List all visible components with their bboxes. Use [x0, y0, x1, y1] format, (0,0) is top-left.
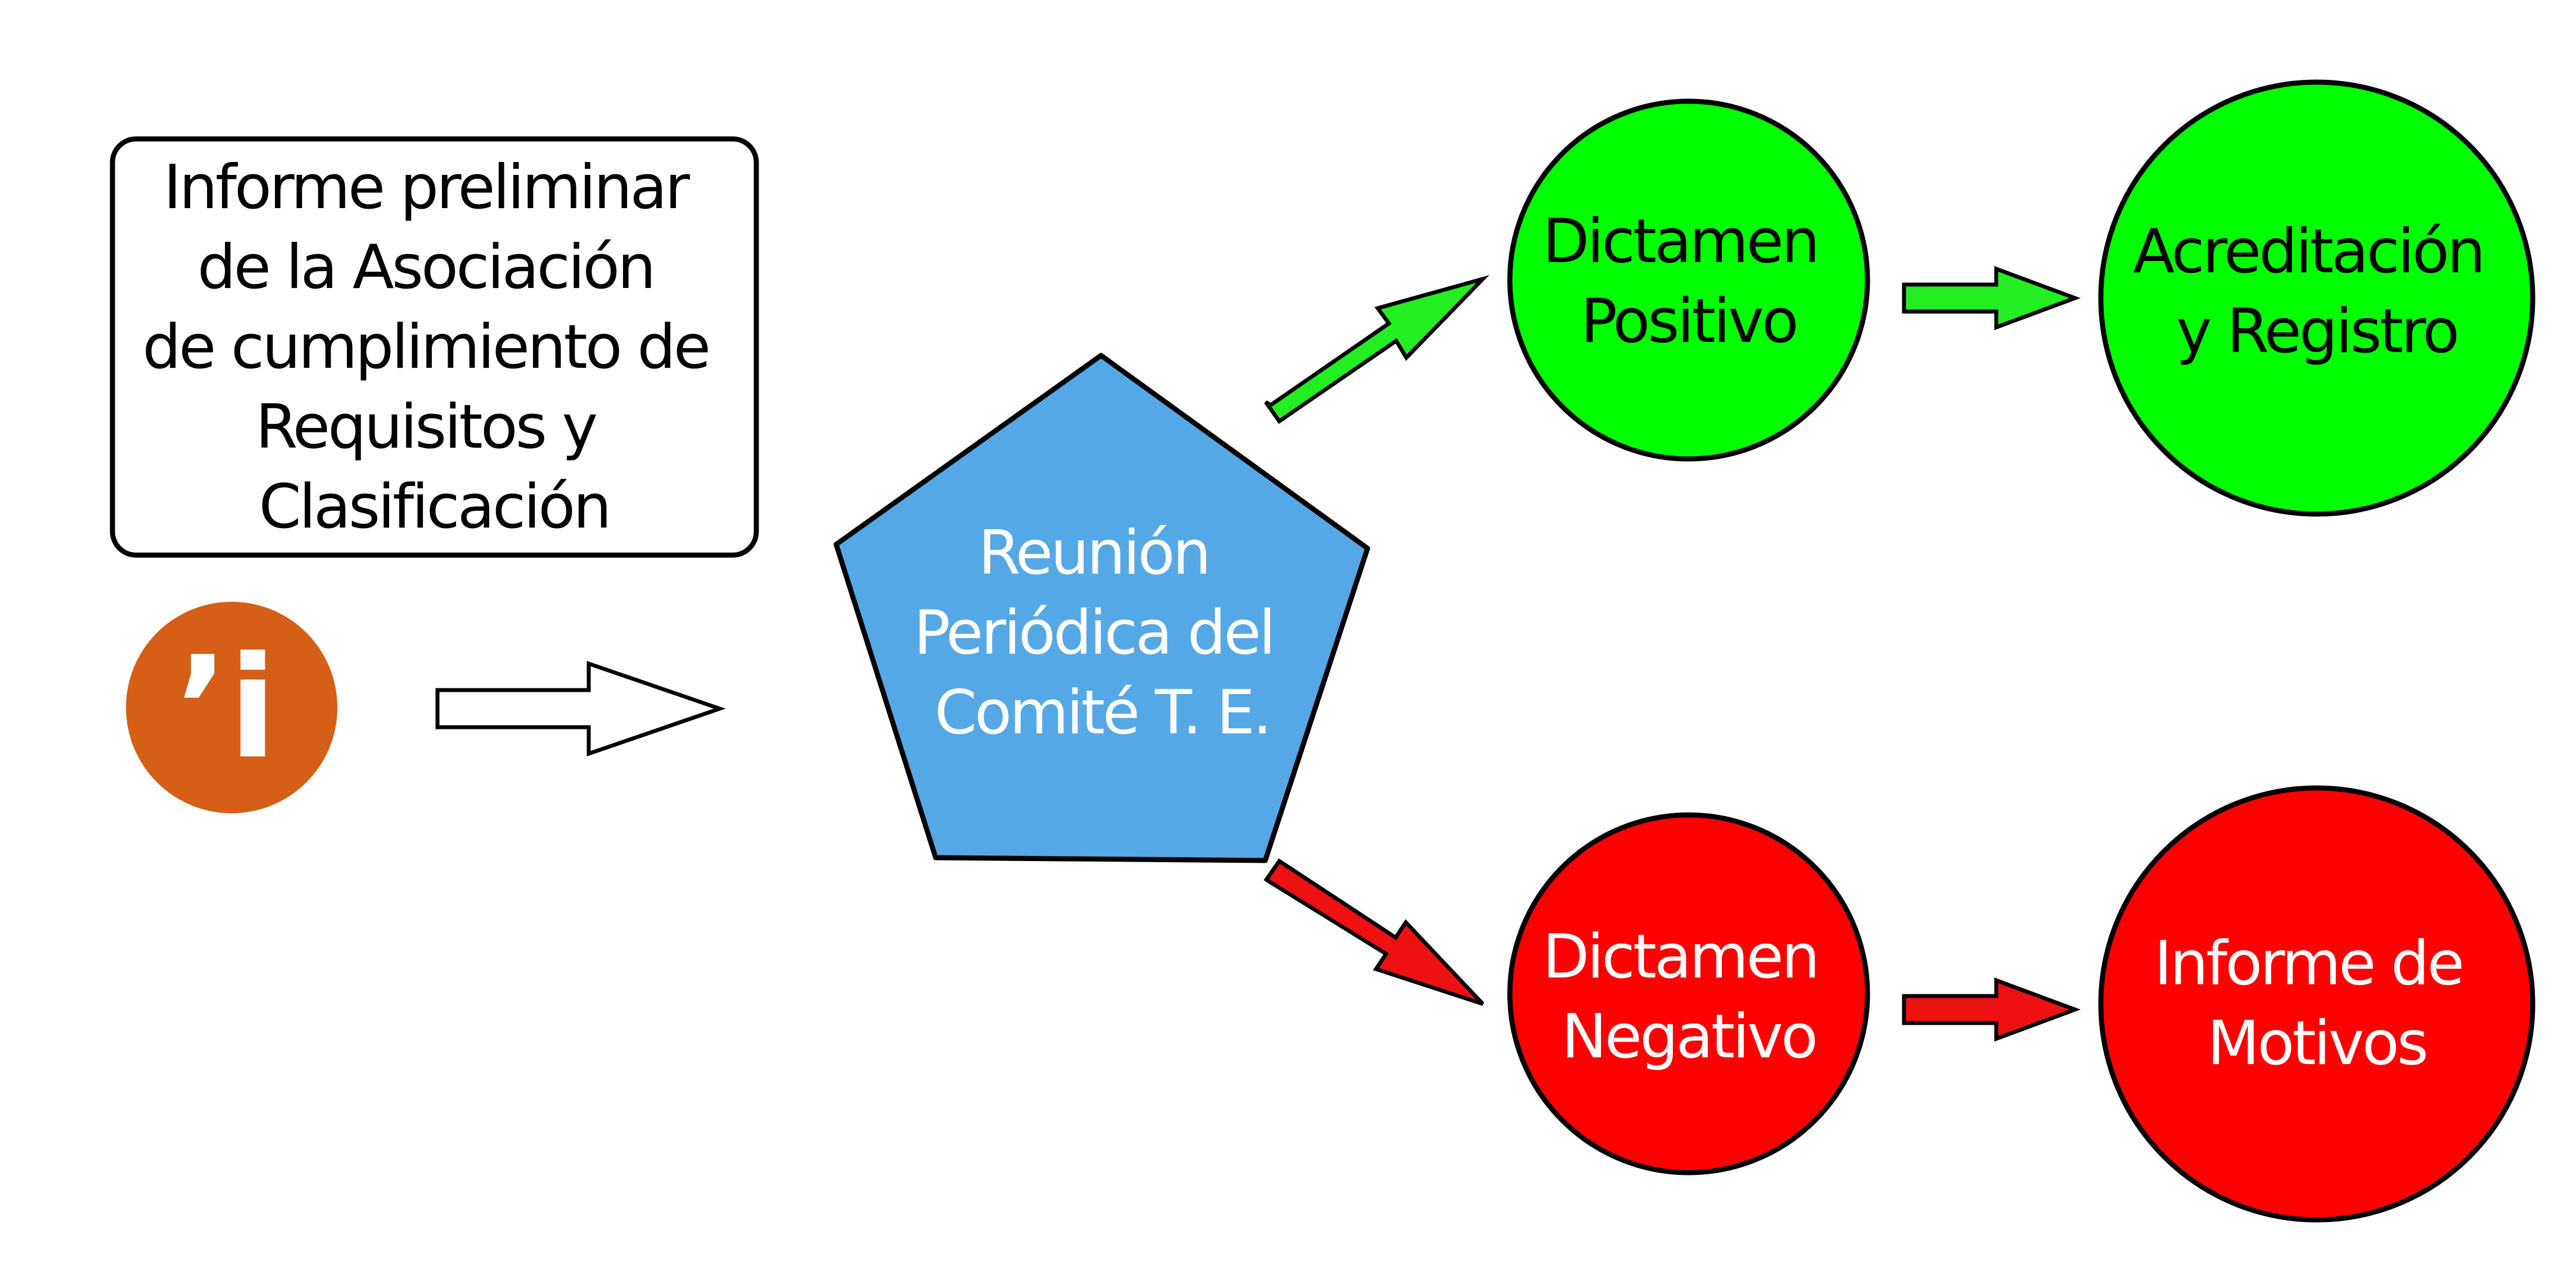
info-logo-glyph: ’i	[175, 626, 277, 790]
arrow-to-positive-opinion	[1264, 275, 1490, 424]
reasons-report-line-1: Informe de	[2154, 929, 2462, 999]
preliminary-report-line-5: Clasificación	[259, 472, 609, 542]
arrow-to-accreditation	[1902, 265, 2081, 331]
committee-meeting-node: Reunión Periódica del Comité T. E.	[833, 353, 1370, 863]
accreditation-circle	[2098, 79, 2536, 517]
positive-opinion-node: Dictamen Positivo	[1507, 98, 1870, 462]
arrow-to-negative-opinion	[1264, 858, 1485, 1006]
preliminary-report-line-1: Informe preliminar	[164, 152, 691, 223]
reasons-report-circle	[2098, 785, 2536, 1223]
positive-opinion-line-2: Positivo	[1581, 286, 1797, 357]
preliminary-report-line-2: de la Asociación	[197, 232, 654, 303]
preliminary-report-node: Informe preliminar de la Asociación de c…	[110, 136, 759, 558]
committee-line-2: Periódica del	[914, 598, 1274, 668]
svg-text:Dictamen Negativo: Dictamen Negativo	[1542, 922, 1835, 1072]
svg-text:Acreditación y Registro: Acreditación y Registro	[2133, 217, 2500, 367]
accreditation-line-2: y Registro	[2176, 296, 2457, 367]
svg-text:Dictamen Positivo: Dictamen Positivo	[1542, 206, 1835, 357]
negative-opinion-line-2: Negativo	[1562, 1002, 1816, 1072]
info-logo-circle	[126, 602, 337, 813]
negative-opinion-circle	[1507, 812, 1870, 1175]
accreditation-line-1: Acreditación	[2133, 217, 2483, 287]
svg-text:Reunión Periódica del: Reunión Periódica del Comité T. E.	[914, 518, 1291, 748]
svg-text:Informe preliminar de la: Informe preliminar de la Asociación de c…	[142, 152, 725, 542]
committee-pentagon	[833, 353, 1370, 863]
reasons-report-line-2: Motivos	[2207, 1008, 2426, 1079]
positive-opinion-line-1: Dictamen	[1542, 206, 1817, 277]
positive-opinion-circle	[1507, 98, 1870, 462]
preliminary-report-line-4: Requisitos y	[255, 392, 596, 462]
info-logo: ’i	[126, 602, 337, 813]
committee-line-1: Reunión	[978, 518, 1209, 588]
preliminary-report-line-3: de cumplimiento de	[142, 312, 709, 382]
svg-text:Informe de Motivos: Informe de Motivos	[2154, 929, 2479, 1079]
preliminary-report-box	[110, 136, 759, 558]
arrow-to-committee	[435, 661, 726, 756]
accreditation-node: Acreditación y Registro	[2098, 79, 2536, 517]
arrow-to-reasons-report	[1902, 977, 2081, 1042]
negative-opinion-node: Dictamen Negativo	[1507, 812, 1870, 1175]
reasons-report-node: Informe de Motivos	[2098, 785, 2536, 1223]
committee-line-3: Comité T. E.	[935, 678, 1270, 748]
negative-opinion-line-1: Dictamen	[1542, 922, 1817, 992]
